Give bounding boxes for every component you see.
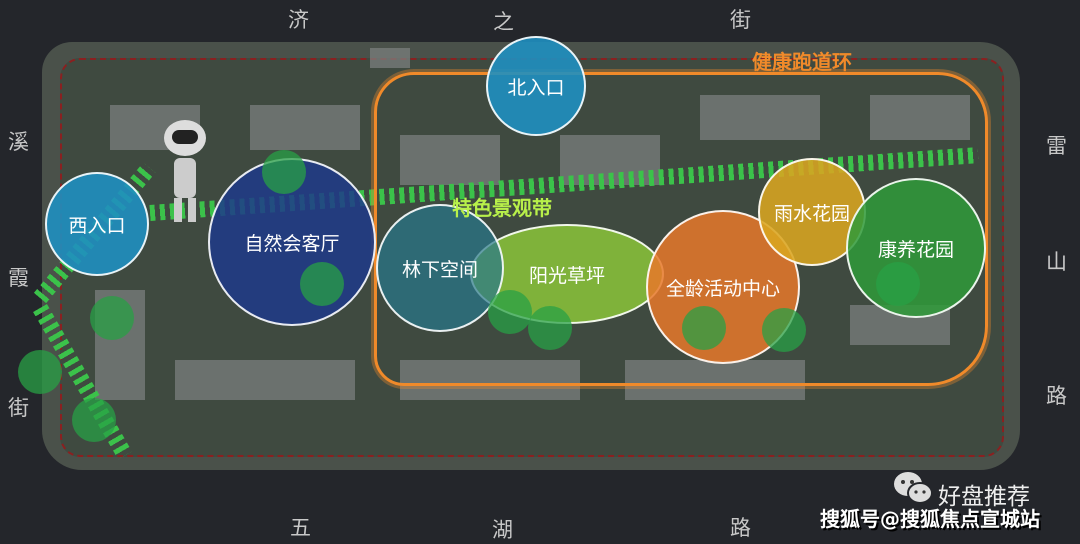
zone-care-garden[interactable]: 康养花园	[846, 178, 986, 318]
track-title: 健康跑道环	[752, 50, 852, 74]
watermark-source: 搜狐号@搜狐焦点宣城站	[820, 507, 1040, 531]
running-track	[374, 72, 988, 386]
street-right-1: 雷	[1046, 134, 1067, 158]
zone-north-entrance[interactable]: 北入口	[486, 36, 586, 136]
tree-icon	[300, 262, 344, 306]
street-left-1: 溪	[8, 130, 29, 154]
street-right-2: 山	[1046, 250, 1067, 274]
street-bottom-3: 路	[730, 516, 751, 540]
wechat-icon	[894, 472, 933, 504]
robot-leg	[188, 198, 196, 222]
robot-body	[174, 158, 196, 198]
tree-icon	[262, 150, 306, 194]
tree-icon	[528, 306, 572, 350]
band-title: 特色景观带	[452, 196, 552, 220]
tree-icon	[682, 306, 726, 350]
robot-mascot-icon	[160, 100, 210, 225]
robot-leg	[174, 198, 182, 222]
tree-icon	[18, 350, 62, 394]
street-right-3: 路	[1046, 384, 1067, 408]
street-top-3: 街	[730, 8, 751, 32]
zone-west-entrance[interactable]: 西入口	[45, 172, 149, 276]
building	[175, 360, 355, 400]
street-left-2: 霞	[8, 266, 29, 290]
tree-icon	[762, 308, 806, 352]
street-top-1: 济	[288, 8, 309, 32]
tree-icon	[72, 398, 116, 442]
building	[700, 95, 820, 140]
street-bottom-1: 五	[290, 516, 311, 540]
building	[625, 360, 805, 400]
watermark-brand: 好盘推荐	[938, 484, 1030, 510]
street-left-3: 街	[8, 396, 29, 420]
tree-icon	[90, 296, 134, 340]
tree-icon	[488, 290, 532, 334]
tree-icon	[876, 262, 920, 306]
zone-woodland[interactable]: 林下空间	[376, 204, 504, 332]
building	[370, 48, 410, 68]
building	[400, 135, 500, 185]
street-top-2: 之	[493, 10, 514, 34]
building	[250, 105, 360, 150]
street-bottom-2: 湖	[492, 518, 513, 542]
robot-visor	[172, 130, 198, 144]
